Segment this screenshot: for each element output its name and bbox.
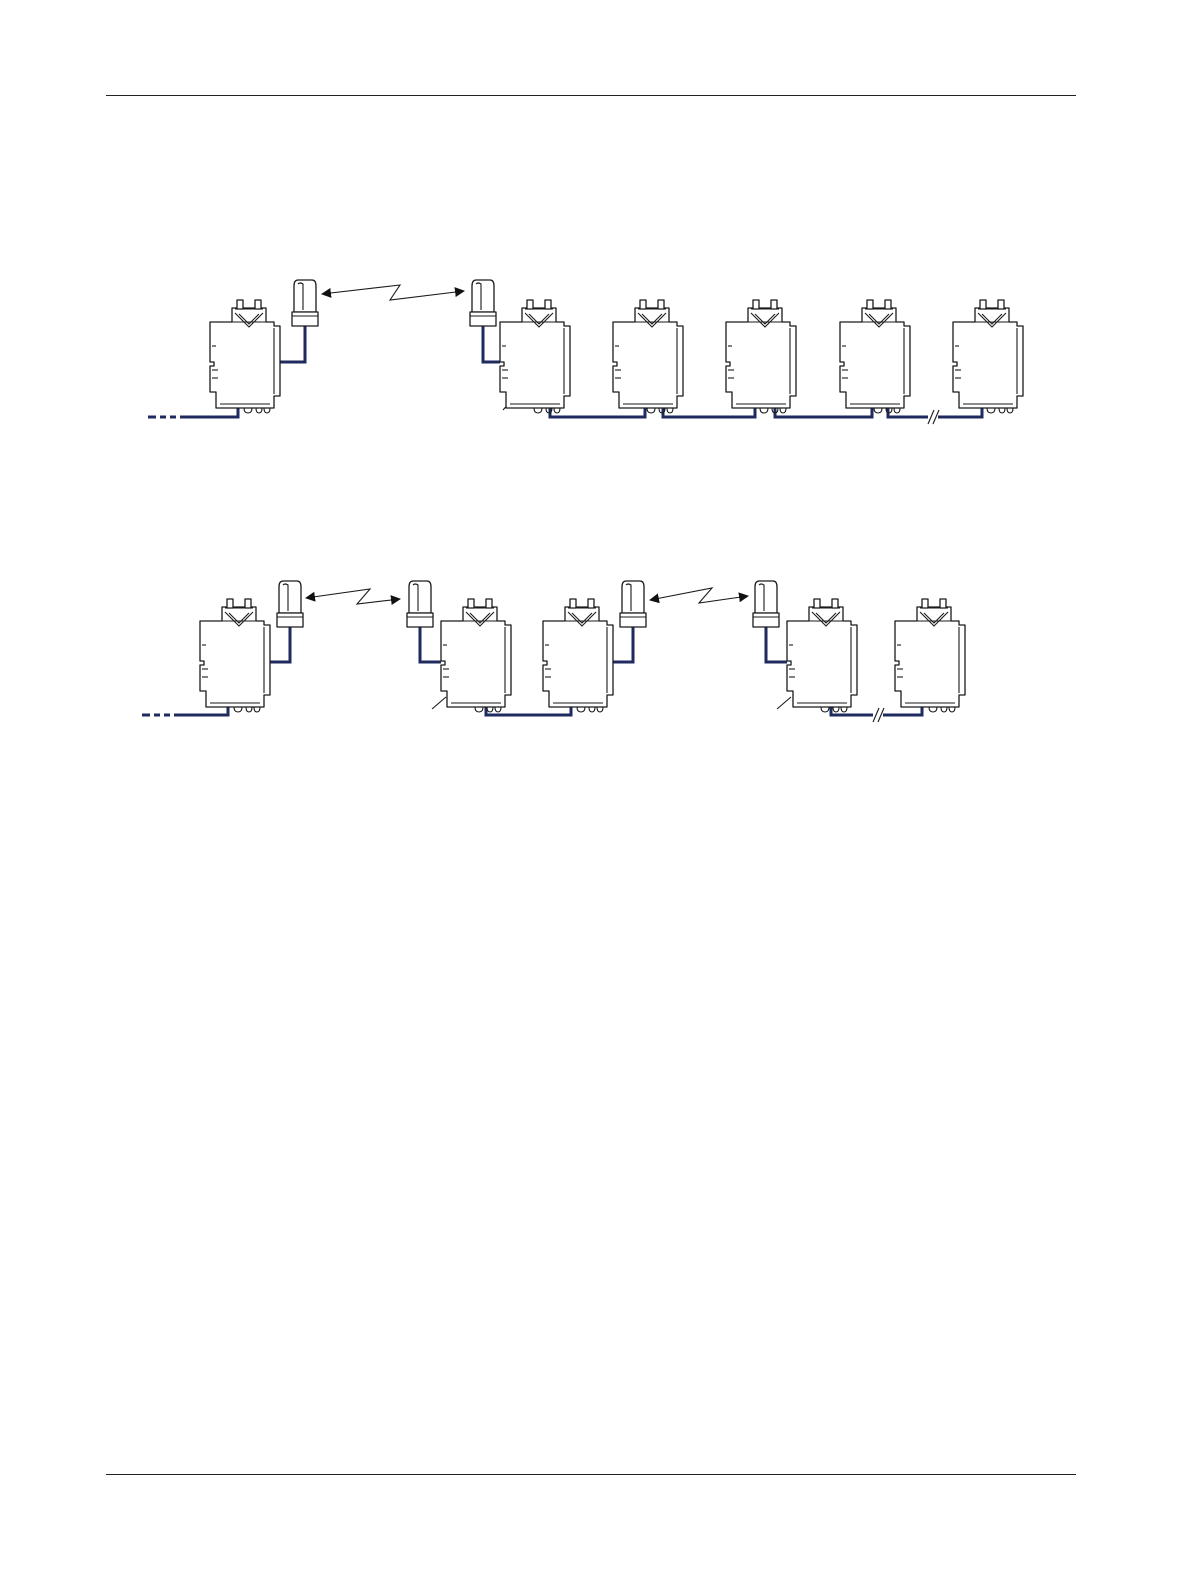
controller-icon (726, 300, 796, 413)
wireless-radio-icon (753, 581, 779, 627)
callout-leader (777, 697, 791, 709)
wireless-radio-icon (470, 280, 496, 326)
wireless-radio-icon (620, 581, 646, 627)
controller-icon (787, 599, 857, 712)
radio-cable (420, 625, 441, 662)
controller-icon (895, 599, 965, 712)
radio-cable (766, 625, 787, 662)
controller-icon (200, 599, 270, 712)
controller-icon (500, 300, 570, 413)
controller-icon (543, 599, 613, 712)
controller-icon (613, 300, 683, 413)
callout-leader (432, 697, 446, 709)
wireless-link-icon (650, 588, 748, 603)
diagram-single-wireless-link (148, 280, 1023, 424)
controller-icon (210, 300, 280, 413)
diagram-dual-wireless-link (142, 581, 965, 722)
radio-cable (268, 625, 290, 662)
cable-break-icon (928, 410, 939, 424)
radio-cable (483, 325, 500, 362)
cable-break-icon (873, 708, 884, 722)
controller-icon (840, 300, 910, 413)
wireless-link-icon (306, 589, 400, 604)
wireless-radio-icon (292, 280, 318, 326)
controller-icon (953, 300, 1023, 413)
wireless-link-icon (322, 285, 464, 300)
radio-cable (611, 625, 633, 662)
wireless-radio-icon (407, 581, 433, 627)
radio-cable (280, 325, 305, 362)
wireless-radio-icon (277, 581, 303, 627)
controller-icon (441, 599, 511, 712)
